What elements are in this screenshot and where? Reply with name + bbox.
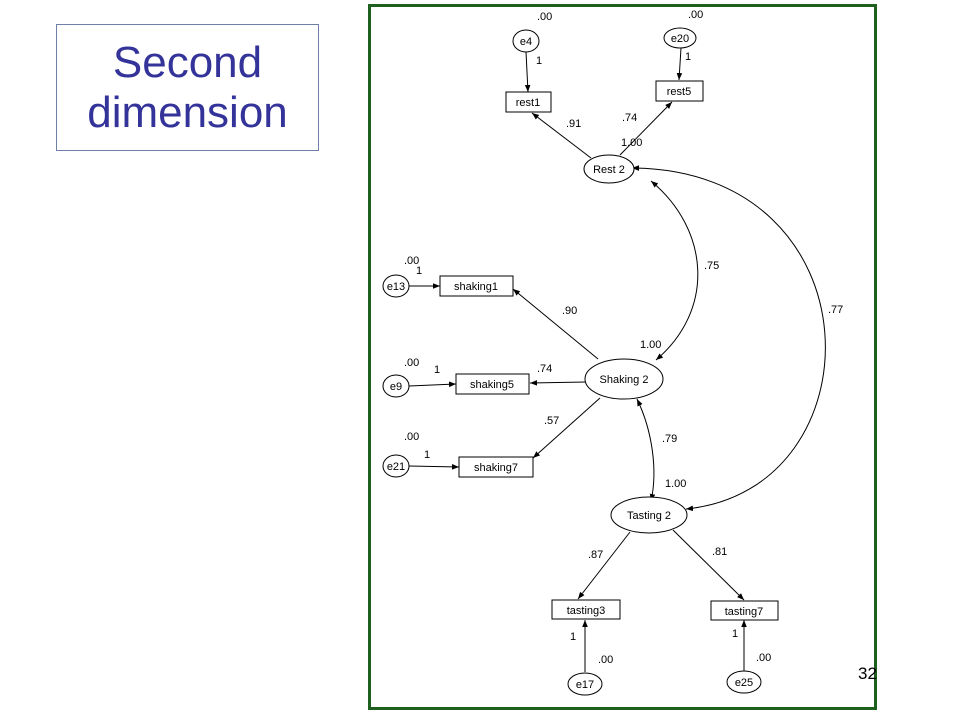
slide-title-box: Second dimension xyxy=(56,24,319,151)
correlation-curve-rest-shaking xyxy=(650,180,699,361)
error-label: e17 xyxy=(576,679,594,691)
error-path-line xyxy=(676,47,683,81)
indicator-rest5: rest5 xyxy=(655,80,704,102)
loading-label: .87 xyxy=(588,549,603,561)
indicator-shaking5: shaking5 xyxy=(455,373,530,395)
indicator-shaking1: shaking1 xyxy=(439,275,514,297)
path-diagram: rest1 rest5 shaking1 shaking5 shaking7 t… xyxy=(382,9,843,696)
latent-rest2: Rest 2 xyxy=(583,154,635,184)
error-variance-label: .00 xyxy=(404,357,419,369)
error-e13: e13 xyxy=(382,274,410,298)
loading-line xyxy=(532,397,601,459)
error-path-line xyxy=(408,464,460,470)
factor-variance-label: 1.00 xyxy=(640,339,661,351)
error-label: e9 xyxy=(390,381,402,393)
slide-title: Second dimension xyxy=(87,37,288,137)
loading-line xyxy=(577,531,631,600)
error-path-lines xyxy=(408,47,747,672)
indicator-shaking7: shaking7 xyxy=(458,456,534,478)
error-path-label: 1 xyxy=(732,628,738,640)
indicator-label: tasting3 xyxy=(567,605,606,617)
page-number: 32 xyxy=(858,664,877,683)
loading-line xyxy=(531,112,592,159)
error-e9: e9 xyxy=(382,374,410,398)
indicator-label: shaking7 xyxy=(474,462,518,474)
loading-line xyxy=(512,288,599,360)
loading-label: .74 xyxy=(537,363,552,375)
factor-variance-label: 1.00 xyxy=(665,478,686,490)
error-path-label: 1 xyxy=(570,631,576,643)
correlation-labels: .75 .79 .77 xyxy=(662,260,843,445)
indicator-tasting3: tasting3 xyxy=(551,599,621,620)
error-path-label: 1 xyxy=(424,449,430,461)
indicator-label: shaking5 xyxy=(470,379,514,391)
indicator-boxes: rest1 rest5 shaking1 shaking5 shaking7 t… xyxy=(439,80,779,621)
loading-label: .90 xyxy=(562,305,577,317)
error-variance-label: .00 xyxy=(598,654,613,666)
error-e20: e20 xyxy=(663,27,697,49)
indicator-label: rest5 xyxy=(667,86,691,98)
loading-label: .57 xyxy=(544,415,559,427)
latent-label: Tasting 2 xyxy=(627,510,671,522)
error-e21: e21 xyxy=(382,454,410,478)
loading-label: .81 xyxy=(712,546,727,558)
latent-shaking2: Shaking 2 xyxy=(584,358,664,400)
factor-variance-label: 1.00 xyxy=(621,137,642,149)
latent-factors: Rest 2 Shaking 2 Tasting 2 xyxy=(583,154,688,534)
path-diagram-frame: rest1 rest5 shaking1 shaking5 shaking7 t… xyxy=(368,4,877,710)
error-path-label: 1 xyxy=(434,364,440,376)
indicator-label: shaking1 xyxy=(454,281,498,293)
correlation-label: .77 xyxy=(828,304,843,316)
loading-label: .91 xyxy=(566,118,581,130)
indicator-label: tasting7 xyxy=(725,606,764,618)
latent-tasting2: Tasting 2 xyxy=(610,496,688,534)
error-path-label: 1 xyxy=(685,51,691,63)
factor-variance-labels: 1.00 1.00 1.00 xyxy=(621,137,686,490)
latent-label: Shaking 2 xyxy=(600,374,649,386)
error-path-line xyxy=(408,381,457,388)
indicator-tasting7: tasting7 xyxy=(710,600,779,621)
error-variance-label: .00 xyxy=(404,255,419,267)
loading-lines xyxy=(512,101,745,601)
error-path-label: 1 xyxy=(536,55,542,67)
correlation-curve-rest-tasting xyxy=(631,165,826,512)
error-e17: e17 xyxy=(567,672,603,696)
error-label: e13 xyxy=(387,281,405,293)
correlation-label: .75 xyxy=(704,260,719,272)
loading-line xyxy=(672,529,745,601)
indicator-label: rest1 xyxy=(516,97,540,109)
latent-label: Rest 2 xyxy=(593,164,625,176)
error-variance-label: .00 xyxy=(756,652,771,664)
error-label: e25 xyxy=(735,677,753,689)
error-label: e21 xyxy=(387,461,405,473)
error-variance-label: .00 xyxy=(404,431,419,443)
error-e25: e25 xyxy=(726,670,762,694)
correlation-curve-shaking-tasting xyxy=(636,398,656,502)
loading-label: .74 xyxy=(622,112,637,124)
error-terms: e4 e20 e13 e9 e21 e17 xyxy=(382,27,762,696)
loading-line xyxy=(619,101,673,156)
error-path-labels: 1 1 1 1 1 1 1 xyxy=(416,51,738,643)
indicator-rest1: rest1 xyxy=(505,91,552,113)
error-e4: e4 xyxy=(512,29,540,53)
error-variance-label: .00 xyxy=(688,9,703,21)
correlation-curves xyxy=(631,165,826,512)
loading-line xyxy=(529,380,587,386)
error-label: e20 xyxy=(671,33,689,45)
correlation-label: .79 xyxy=(662,433,677,445)
error-variance-labels: .00 .00 .00 .00 .00 .00 .00 xyxy=(404,9,771,666)
loading-labels: .91 .74 .90 .74 .57 .87 .81 xyxy=(537,112,727,561)
error-path-label: 1 xyxy=(416,265,422,277)
error-path-line xyxy=(524,51,531,93)
error-label: e4 xyxy=(520,36,532,48)
error-variance-label: .00 xyxy=(537,11,552,23)
